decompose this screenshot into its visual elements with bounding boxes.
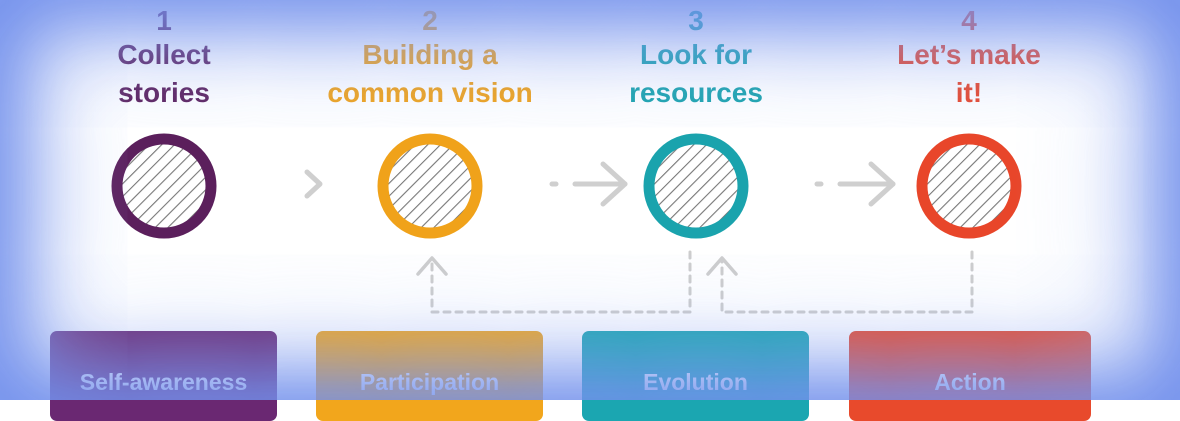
step-4-title-line2: it! [955,77,983,108]
step-3-title: Look for resources [561,36,831,112]
step-1-title: Collect stories [29,36,299,112]
arrow-right-icon [304,169,323,199]
participation-box: Participation [316,331,543,421]
hatched-circle-icon [377,133,483,239]
step-2-title-line2: common vision [327,77,533,108]
step-1-number: 1 [156,5,172,36]
connectors [304,161,974,314]
step-1-title-line1: Collect [117,39,211,70]
step-3-title-line2: resources [629,77,763,108]
dashed-feedback-arrow-icon [720,250,974,314]
evolution-label: Evolution [643,369,748,395]
step-4-title-line1: Let’s make [897,39,1041,70]
dashed-feedback-arrow-icon [430,250,692,314]
step-1-title-line2: stories [118,77,210,108]
participation-label: Participation [359,369,500,395]
step-4-number: 4 [961,5,977,36]
action-box: Action [849,331,1091,421]
feedback-arrowhead-icon [416,256,448,276]
arrow-right-icon [814,161,896,207]
step-3: 3 Look for resources [561,0,831,112]
step-2-number: 2 [422,5,438,36]
step-2: 2 Building a common vision [295,0,565,112]
step-3-number: 3 [688,5,704,36]
hatched-circle-icon [916,133,1022,239]
feedback-arrowhead-icon [706,256,738,276]
self-awareness-box: Self-awareness [50,331,277,421]
action-label: Action [934,369,1006,395]
step-4: 4 Let’s make it! [834,0,1104,112]
step-2-title: Building a common vision [295,36,565,112]
evolution-box: Evolution [582,331,809,421]
self-awareness-label: Self-awareness [79,369,248,395]
hatched-circle-icon [111,133,217,239]
step-4-title: Let’s make it! [834,36,1104,112]
step-2-title-line1: Building a [362,39,498,70]
hatched-circle-icon [643,133,749,239]
arrow-right-icon [549,161,628,207]
step-1: 1 Collect stories [29,0,299,112]
step-3-title-line1: Look for [640,39,752,70]
